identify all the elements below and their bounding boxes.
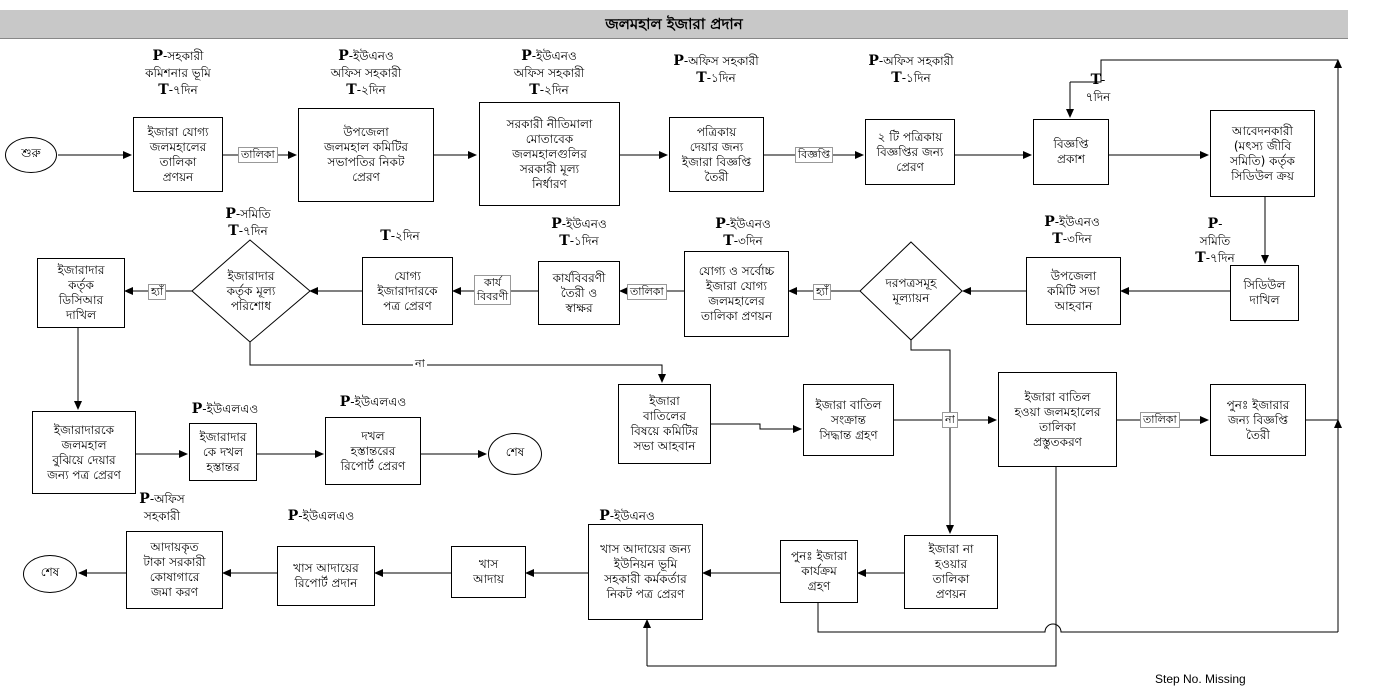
process-box-10: যোগ্য ও সর্বোচ্চ ইজারা যোগ্য জলমহালের তা…	[684, 251, 789, 337]
process-box-5: ২ টি পত্রিকায় বিজ্ঞপ্তির জন্য প্রেরণ	[865, 119, 955, 185]
process-box-25: খাস আদায়ের রিপোর্ট প্রদান	[277, 546, 375, 606]
process-box-8: সিডিউল দাখিল	[1230, 265, 1299, 321]
responsible-12: P-সমিতিT-৭দিন	[225, 206, 271, 239]
responsible-5: P-অফিস সহকারীT-১দিন	[868, 53, 954, 86]
responsible-17: P-ইউএনও	[599, 508, 655, 524]
responsible-3: P-ইউএনও অফিস সহকারীT-২দিন	[513, 48, 585, 98]
process-box-9: উপজেলা কমিটি সভা আহবান	[1026, 257, 1121, 325]
decision-text-tender-evaluation: দরপত্রসমূহ মূল্যায়ন	[885, 276, 937, 305]
process-box-13: ইজারাদার কর্তৃক ডিসিআর দাখিল	[37, 258, 125, 328]
process-box-18: ইজারা বাতিল সংক্রান্ত সিদ্ধান্ত গ্রহণ	[803, 384, 894, 456]
connector-label-yes-1: হ্যাঁ	[813, 284, 832, 300]
responsible-2: P-ইউএনও অফিস সহকারীT-২দিন	[330, 48, 402, 98]
decision-text-payment: ইজারাদার কর্তৃক মূল্য পরিশোধ	[226, 268, 276, 313]
connector-label-minutes: কার্য বিবরণী	[474, 275, 512, 305]
process-box-2: উপজেলা জলমহাল কমিটির সভাপতির নিকট প্রেরণ	[298, 108, 434, 202]
process-box-19: ইজারা বাতিল হওয়া জলমহালের তালিকা প্রস্ত…	[998, 372, 1117, 467]
process-box-7: আবেদনকারী (মৎস্য জীবি সমিতি) কর্তৃক সিডি…	[1210, 110, 1315, 197]
process-box-3: সরকারী নীতিমালা মোতাবেক জলমহালগুলির সরকা…	[479, 102, 620, 206]
responsible-1: P-সহকারী কমিশনার ভূমিT-৭দিন	[145, 48, 211, 98]
start-oval: শুরু	[5, 137, 57, 173]
process-box-21: ইজারা না হওয়ার তালিকা প্রণয়ন	[904, 535, 998, 609]
footer-note: Step No. Missing	[1155, 672, 1246, 686]
connector-label-list-3: তালিকা	[1140, 412, 1180, 428]
connector-label-list-1: তালিকা	[238, 147, 278, 163]
page-title: জলমহাল ইজারা প্রদান	[0, 10, 1348, 39]
end-oval-2: শেষ	[23, 555, 77, 593]
connector-label-list-2: তালিকা	[627, 284, 667, 300]
connector-label-notice: বিজ্ঞপ্তি	[795, 147, 833, 163]
connector-label-no-2: না	[942, 412, 958, 428]
responsible-16: P-ইউএলএও	[287, 508, 355, 524]
connector-label-yes-2: হ্যাঁ	[148, 284, 167, 300]
connector-label-no-1: না	[413, 357, 427, 371]
process-box-26: আদায়কৃত টাকা সরকারী কোষাগারে জমা করণ	[126, 531, 223, 609]
responsible-6: T- ৭দিন	[1085, 72, 1111, 104]
responsible-11: T-২দিন	[380, 228, 420, 244]
process-box-16: দখল হস্তান্তরের রিপোর্ট প্রেরণ	[325, 417, 421, 485]
responsible-7: P- সমিতিT-৭দিন	[1195, 216, 1235, 266]
process-box-24: খাস আদায়	[451, 546, 526, 598]
end-oval-1: শেষ	[488, 433, 542, 475]
process-box-15: ইজারাদার কে দখল হস্তান্তর	[189, 423, 257, 481]
process-box-23: খাস আদায়ের জন্য ইউনিয়ন ভূমি সহকারী কর্…	[588, 524, 703, 620]
responsible-4: P-অফিস সহকারীT-১দিন	[673, 53, 759, 86]
process-box-4: পত্রিকায় দেয়ার জন্য ইজারা বিজ্ঞপ্তি তৈ…	[669, 117, 764, 192]
responsible-14: P-ইউএলএও	[339, 394, 407, 410]
process-box-6: বিজ্ঞপ্তি প্রকাশ	[1033, 119, 1109, 185]
process-box-14: ইজারাদারকে জলমহাল বুঝিয়ে দেয়ার জন্য পত…	[32, 411, 136, 494]
process-box-11: কার্যবিবরণী তৈরী ও স্বাক্ষর	[538, 261, 620, 325]
process-box-12: যোগ্য ইজারাদারকে পত্র প্রেরণ	[362, 257, 453, 325]
responsible-15: P-অফিস সহকারী	[139, 491, 185, 523]
process-box-20: পুনঃ ইজারার জন্য বিজ্ঞপ্তি তৈরী	[1210, 384, 1306, 456]
responsible-13: P-ইউএলএও	[191, 401, 259, 417]
process-box-17: ইজারা বাতিলের বিষয়ে কমিটির সভা আহবান	[618, 384, 711, 464]
process-box-1: ইজারা যোগ্য জলমহালের তালিকা প্রণয়ন	[133, 117, 223, 192]
process-box-22: পুনঃ ইজারা কার্যক্রম গ্রহণ	[780, 540, 858, 603]
